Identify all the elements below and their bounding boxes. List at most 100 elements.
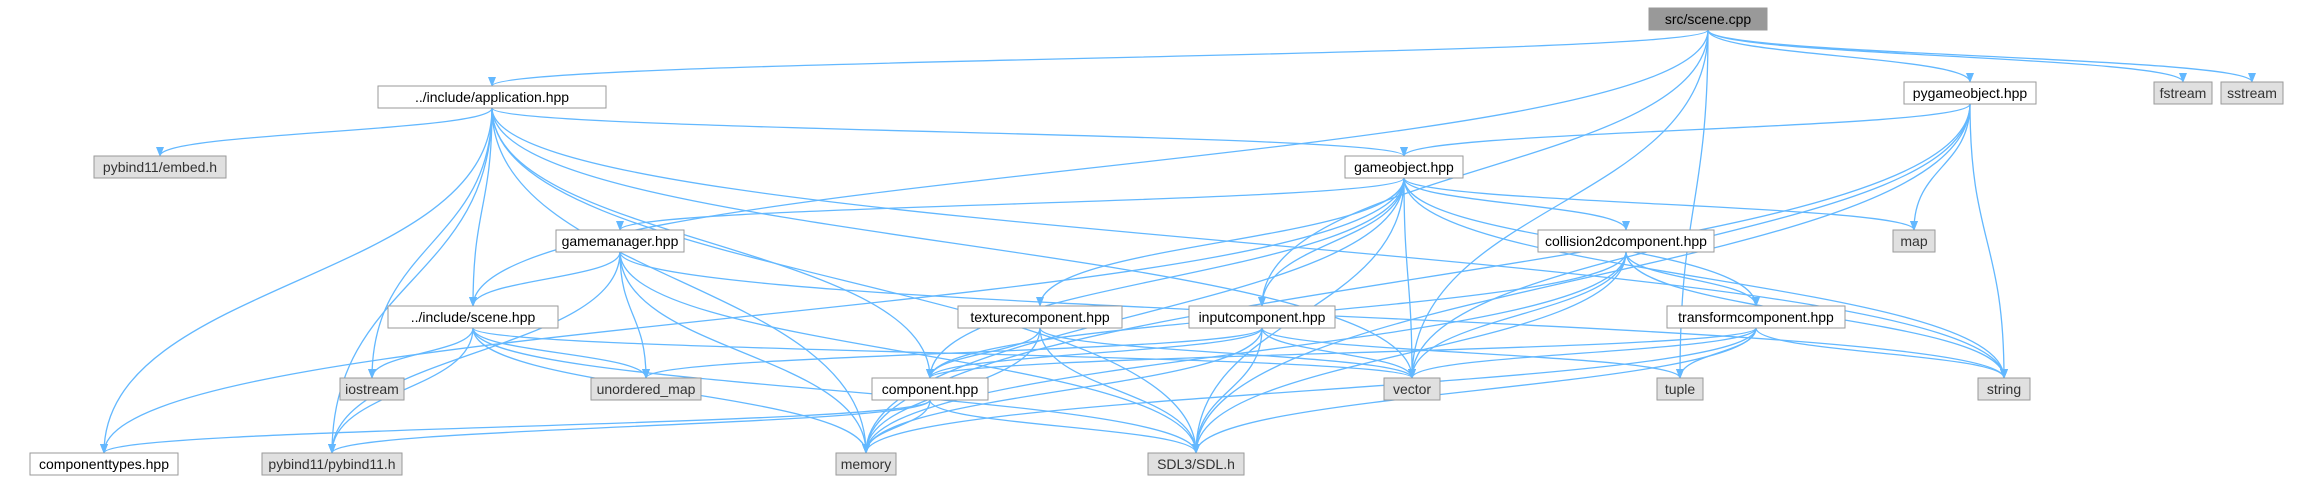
edge-line [491,107,2008,379]
edge-scene_hpp-to-unordered_map [472,327,650,379]
edge-gameobject_hpp-to-component_hpp [926,177,1405,379]
edge-line [1403,177,1918,231]
edge-pygameobject_hpp-to-string [1969,103,2008,379]
edge-line [491,107,934,379]
node-label: vector [1393,381,1431,397]
edge-line [1707,29,1974,83]
edge-gamemanager_hpp-to-scene_hpp [469,251,621,307]
node-box [1188,305,1336,329]
edge-line [929,399,1200,454]
node-label: gamemanager.hpp [562,233,679,249]
edge-gameobject_hpp-to-memory [862,177,1405,454]
node-label: string [1987,381,2021,397]
node-label: fstream [2160,85,2207,101]
node-scene-hpp[interactable]: ../include/scene.hpp [387,305,559,329]
node-box [871,377,989,401]
edge-line [862,177,1405,454]
node-transform-hpp[interactable]: transformcomponent.hpp [1666,305,1846,329]
node-box [339,377,405,401]
edge-line [100,177,1405,454]
edge-line [1258,177,1405,307]
edge-line [469,107,493,307]
edge-gamemanager_hpp-to-memory [619,251,870,454]
edge-line [1258,29,1709,307]
edge-texture_hpp-to-vector [1039,327,1416,379]
edge-component_hpp-to-componenttypes_hpp [100,399,931,454]
edge-gamemanager_hpp-to-unordered_map [619,251,650,379]
edge-gameobject_hpp-to-map [1403,177,1918,231]
edge-line [1192,327,1757,454]
node-map: map [1892,229,1936,253]
edge-line [491,107,1416,379]
edge-scene_hpp-to-sdl_h [472,327,1200,454]
edge-line [1039,327,1416,379]
edge-line [862,327,1757,454]
node-vector: vector [1383,377,1441,401]
node-pygameobject-hpp[interactable]: pygameobject.hpp [1903,81,2037,105]
node-label: collision2dcomponent.hpp [1545,233,1707,249]
edge-scene_cpp-to-vector [1408,29,1709,379]
node-label: pybind11/pybind11.h [268,456,395,472]
edge-application_hpp-to-component_hpp [491,107,934,379]
edge-line [616,177,1405,231]
edge-collision_hpp-to-sdl_h [1192,251,1627,454]
edge-line [926,177,1405,379]
node-componenttypes-hpp[interactable]: componenttypes.hpp [29,452,179,476]
node-fstream: fstream [2153,81,2213,105]
node-gamemanager-hpp[interactable]: gamemanager.hpp [555,229,685,253]
edge-line [619,251,650,379]
edge-line [1625,251,1760,307]
node-label: map [1900,233,1927,249]
node-box [93,155,227,179]
node-unordered-map: unordered_map [590,377,702,401]
edge-scene_cpp-to-pygameobject_hpp [1707,29,1974,83]
edge-collision_hpp-to-memory [862,251,1627,454]
edge-line [472,327,1200,454]
edge-line [1403,177,1630,231]
edge-line [469,29,1709,307]
edge-gameobject_hpp-to-gamemanager_hpp [616,177,1405,231]
node-label: unordered_map [597,381,696,397]
node-label: SDL3/SDL.h [1157,456,1235,472]
node-input-hpp[interactable]: inputcomponent.hpp [1188,305,1336,329]
edge-component_hpp-to-sdl_h [929,399,1200,454]
edge-line [862,327,1263,454]
edge-gamemanager_hpp-to-pybind11_h [328,251,621,454]
edge-input_hpp-to-tuple [1261,327,1684,379]
edge-application_hpp-to-scene_hpp [469,107,493,307]
edge-collision_hpp-to-vector [1408,251,1627,379]
edge-scene_cpp-to-sstream [1707,29,2256,83]
node-gameobject-hpp[interactable]: gameobject.hpp [1344,155,1464,179]
node-component-hpp[interactable]: component.hpp [871,377,989,401]
node-application-hpp[interactable]: ../include/application.hpp [377,85,607,109]
edge-line [1400,103,1971,157]
node-box [2153,81,2213,105]
edge-line [642,327,1263,379]
node-texture-hpp[interactable]: texturecomponent.hpp [957,305,1123,329]
node-sstream: sstream [2220,81,2284,105]
edge-line [1403,177,1416,379]
edge-application_hpp-to-string [491,107,2008,379]
node-collision-hpp[interactable]: collision2dcomponent.hpp [1537,229,1715,253]
node-tuple: tuple [1656,377,1704,401]
node-box [835,452,897,476]
node-label: iostream [345,381,399,397]
edge-application_hpp-to-sdl_h [491,107,1200,454]
node-box [1666,305,1846,329]
node-box [261,452,403,476]
node-box [590,377,702,401]
edge-gameobject_hpp-to-componenttypes_hpp [100,177,1405,454]
edge-application_hpp-to-memory [491,107,870,454]
edge-input_hpp-to-sdl_h [1192,327,1263,454]
node-box [377,85,607,109]
node-scene-cpp[interactable]: src/scene.cpp [1648,7,1768,31]
edge-line [1910,103,1971,231]
edge-pygameobject_hpp-to-gameobject_hpp [1400,103,1971,157]
edge-gameobject_hpp-to-collision_hpp [1403,177,1630,231]
node-label: tuple [1665,381,1696,397]
edge-transform_hpp-to-vector [1408,327,1757,379]
edge-line [1261,327,1684,379]
edge-line [328,107,493,454]
node-box [2220,81,2284,105]
edge-application_hpp-to-iostream [368,107,493,379]
